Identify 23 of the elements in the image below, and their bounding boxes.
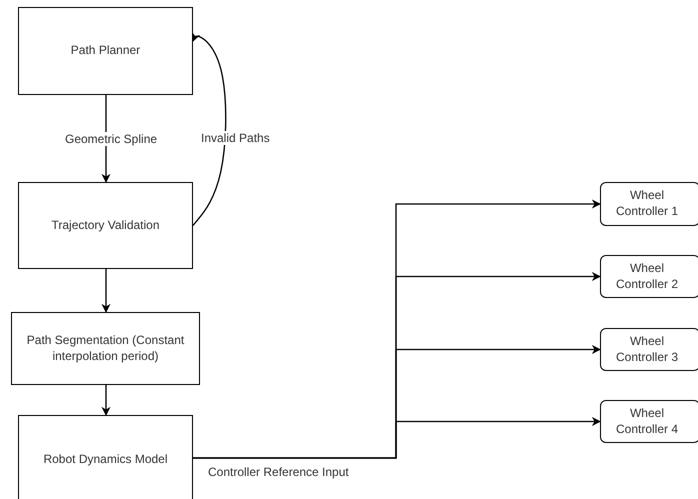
node-label: Robot Dynamics Model xyxy=(43,452,168,468)
rounded-box xyxy=(600,255,698,298)
edge-label: Invalid Paths xyxy=(201,131,270,146)
process-box xyxy=(18,415,193,499)
arrow xyxy=(101,385,111,416)
rounded-box xyxy=(600,182,698,226)
node-label: Wheel Controller 2 xyxy=(614,260,680,292)
edge-label: Geometric Spline xyxy=(65,132,158,146)
process-box xyxy=(11,312,200,385)
node-label: Wheel Controller 4 xyxy=(614,406,680,438)
node-label: Trajectory Validation xyxy=(51,218,160,234)
node-label: Path Planner xyxy=(70,43,140,59)
edge-label: Controller Reference Input xyxy=(208,465,349,480)
arrow xyxy=(101,269,111,313)
process-box xyxy=(18,7,193,95)
node-label: Wheel Controller 3 xyxy=(614,334,680,366)
rounded-box xyxy=(600,328,698,371)
node-label: Wheel Controller 1 xyxy=(614,188,680,220)
process-box xyxy=(18,182,193,269)
arrow xyxy=(193,416,601,459)
node-label: Path Segmentation (Constant interpolation period) xyxy=(26,332,185,364)
rounded-box xyxy=(600,400,698,443)
arrow xyxy=(192,32,226,226)
